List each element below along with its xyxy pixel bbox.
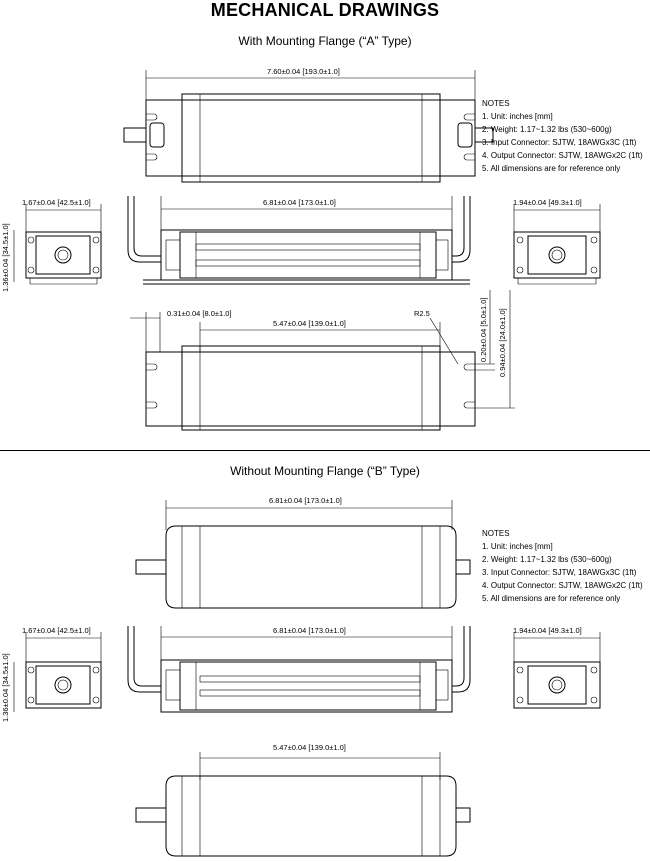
a-bottom-view xyxy=(130,290,515,431)
b-bottom-view xyxy=(135,752,471,857)
b-note-5: 5. All dimensions are for reference only xyxy=(482,594,621,603)
b-side-view xyxy=(127,626,471,713)
a-dim-flange-offset: 0.31±0.04 [8.0±1.0] xyxy=(167,309,232,318)
a-dim-body-length: 6.81±0.04 [173.0±1.0] xyxy=(263,198,336,207)
a-end-view-left xyxy=(13,204,102,285)
a-note-1: 1. Unit: inches [mm] xyxy=(482,112,553,121)
b-dim-hole-spacing: 5.47±0.04 [139.0±1.0] xyxy=(273,743,346,752)
a-dim-end-width-left: 1.67±0.04 [42.5±1.0] xyxy=(22,198,91,207)
a-note-4: 4. Output Connector: SJTW, 18AWGx2C (1ft… xyxy=(482,151,643,160)
b-note-4: 4. Output Connector: SJTW, 18AWGx2C (1ft… xyxy=(482,581,643,590)
b-notes: NOTES 1. Unit: inches [mm] 2. Weight: 1.… xyxy=(482,527,643,605)
section-divider xyxy=(0,450,650,451)
a-dim-overall-length: 7.60±0.04 [193.0±1.0] xyxy=(267,67,340,76)
section-b-subtitle: Without Mounting Flange (“B” Type) xyxy=(230,464,420,478)
b-note-1: 1. Unit: inches [mm] xyxy=(482,542,553,551)
b-notes-heading: NOTES xyxy=(482,529,510,538)
b-note-2: 2. Weight: 1.17~1.32 lbs (530~600g) xyxy=(482,555,612,564)
a-notes: NOTES 1. Unit: inches [mm] 2. Weight: 1.… xyxy=(482,97,643,175)
a-top-view xyxy=(123,70,494,183)
a-notes-heading: NOTES xyxy=(482,99,510,108)
b-dim-end-width-left: 1.67±0.04 [42.5±1.0] xyxy=(22,626,91,635)
section-a-subtitle: With Mounting Flange (“A” Type) xyxy=(238,34,412,48)
a-dim-end-width-right: 1.94±0.04 [49.3±1.0] xyxy=(513,198,582,207)
b-dim-end-width-right: 1.94±0.04 [49.3±1.0] xyxy=(513,626,582,635)
a-note-5: 5. All dimensions are for reference only xyxy=(482,164,621,173)
a-end-view-right xyxy=(513,204,601,285)
b-end-view-left xyxy=(13,632,102,712)
b-dim-body-length: 6.81±0.04 [173.0±1.0] xyxy=(273,626,346,635)
b-top-view xyxy=(135,500,471,609)
b-dim-overall-length: 6.81±0.04 [173.0±1.0] xyxy=(269,496,342,505)
b-dim-end-height-left: 1.36±0.04 [34.5±1.0] xyxy=(1,653,10,722)
a-note-2: 2. Weight: 1.17~1.32 lbs (530~600g) xyxy=(482,125,612,134)
page-title: MECHANICAL DRAWINGS xyxy=(210,0,440,20)
a-dim-radius: R2.5 xyxy=(414,309,430,318)
a-note-3: 3. Input Connector: SJTW, 18AWGx3C (1ft) xyxy=(482,138,637,147)
a-dim-flange-width: 0.94±0.04 [24.0±1.0] xyxy=(498,308,507,377)
a-dim-slot-width: 0.20±0.04 [5.0±1.0] xyxy=(479,297,488,362)
a-dim-end-height-left: 1.36±0.04 [34.5±1.0] xyxy=(1,223,10,292)
a-side-view xyxy=(127,196,471,285)
b-end-view-right xyxy=(513,632,601,709)
a-dim-hole-spacing: 5.47±0.04 [139.0±1.0] xyxy=(273,319,346,328)
b-note-3: 3. Input Connector: SJTW, 18AWGx3C (1ft) xyxy=(482,568,637,577)
